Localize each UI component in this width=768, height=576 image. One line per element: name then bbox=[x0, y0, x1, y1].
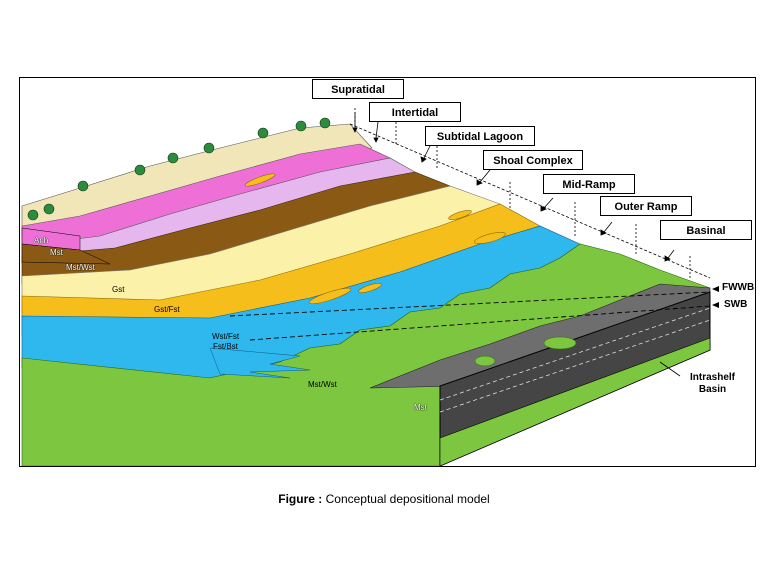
tree-icon bbox=[77, 180, 89, 192]
zone-label-mid-ramp: Mid-Ramp bbox=[543, 174, 635, 194]
tree-icon bbox=[27, 209, 39, 221]
zone-label-supratidal: Supratidal bbox=[312, 79, 404, 99]
facies-label-mst-lower: Mst bbox=[414, 403, 427, 412]
zone-label-intertidal: Intertidal bbox=[369, 102, 461, 122]
intrashelf-pointer bbox=[659, 361, 681, 377]
facies-label-fst-bst: Fst/Bst bbox=[213, 342, 238, 351]
facies-label-anh: Anh bbox=[34, 236, 49, 245]
left-face-blue-wedges bbox=[209, 347, 311, 379]
fwwb-label: FWWB bbox=[722, 282, 755, 293]
zone-label-shoal-complex: Shoal Complex bbox=[483, 150, 583, 170]
fwwb-dashed-line bbox=[229, 291, 711, 317]
swb-label: SWB bbox=[724, 299, 748, 310]
intrashelf-basin-label: Intrashelf Basin bbox=[690, 372, 736, 395]
tree-icons bbox=[27, 117, 331, 221]
zone-arrows bbox=[352, 112, 675, 262]
front-dashed-line-2 bbox=[439, 319, 711, 413]
swb-arrow bbox=[712, 302, 719, 308]
pink-lens bbox=[244, 173, 276, 187]
yellow-lens bbox=[448, 210, 472, 220]
tree-icon bbox=[134, 164, 146, 176]
caption-prefix: Figure : bbox=[278, 492, 323, 506]
facies-label-mst-upper: Mst bbox=[50, 248, 63, 257]
tree-icon bbox=[43, 203, 55, 215]
fwwb-arrow bbox=[712, 286, 719, 292]
zone-label-subtidal-lagoon: Subtidal Lagoon bbox=[425, 126, 535, 146]
gold-lens bbox=[358, 283, 382, 293]
gold-lens bbox=[474, 232, 506, 244]
tree-icon bbox=[203, 142, 215, 154]
green-mound bbox=[474, 355, 496, 367]
front-face-green-base bbox=[439, 337, 711, 466]
tree-icon bbox=[257, 127, 269, 139]
zone-label-basinal: Basinal bbox=[660, 220, 752, 240]
facies-label-mst-wst-lower: Mst/Wst bbox=[308, 380, 337, 389]
facies-label-mst-wst-upper: Mst/Wst bbox=[66, 263, 95, 272]
facies-label-gst: Gst bbox=[112, 285, 125, 294]
left-face-mst-layer bbox=[21, 243, 111, 265]
figure-caption: Figure : Conceptual depositional model bbox=[0, 492, 768, 506]
depositional-model-block-diagram bbox=[21, 108, 719, 466]
tree-icon bbox=[167, 152, 179, 164]
diagram-frame: Supratidal Intertidal Subtidal Lagoon Sh… bbox=[19, 77, 756, 467]
tree-icon bbox=[319, 117, 331, 129]
facies-label-wst-fst: Wst/Fst bbox=[212, 332, 240, 341]
caption-text: Conceptual depositional model bbox=[322, 492, 490, 506]
gold-lens bbox=[308, 287, 352, 305]
zone-label-outer-ramp: Outer Ramp bbox=[600, 196, 692, 216]
tree-icon bbox=[295, 120, 307, 132]
facies-label-gst-fst: Gst/Fst bbox=[154, 305, 180, 314]
swb-dashed-line bbox=[249, 305, 711, 341]
green-mound bbox=[543, 336, 577, 350]
front-dashed-line-1 bbox=[439, 307, 711, 401]
